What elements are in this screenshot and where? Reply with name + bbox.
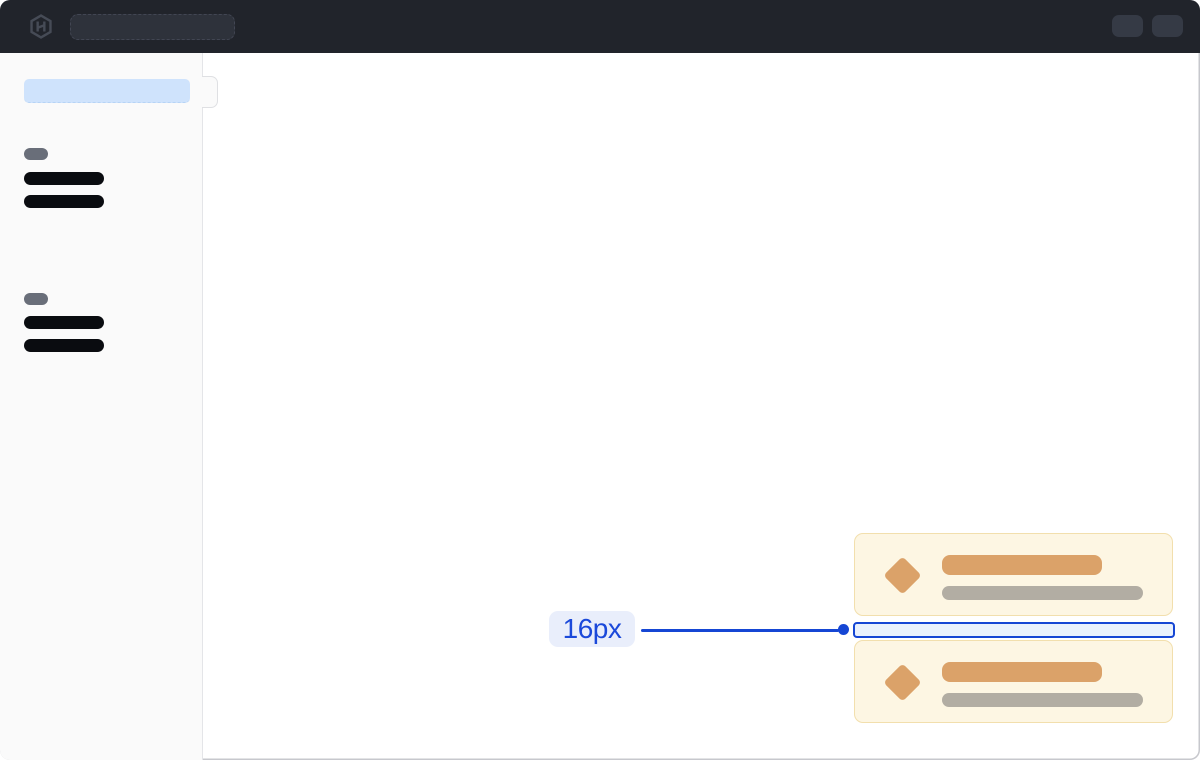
- spacing-annotation-label: 16px: [549, 611, 635, 647]
- diamond-icon: [883, 556, 922, 595]
- navbar-action-skeleton-1[interactable]: [1112, 15, 1143, 37]
- sidebar: [0, 53, 203, 760]
- sidebar-item-skeleton[interactable]: [24, 316, 104, 329]
- card-subtitle-skeleton: [942, 693, 1143, 707]
- sidebar-item-skeleton[interactable]: [24, 172, 104, 185]
- top-navbar: [0, 0, 1200, 53]
- spacing-gap-highlight: [853, 622, 1175, 638]
- sidebar-item-skeleton[interactable]: [24, 339, 104, 352]
- card-title-skeleton: [942, 555, 1102, 575]
- sidebar-item-selected-skeleton[interactable]: [24, 79, 190, 103]
- diamond-icon: [883, 663, 922, 702]
- hashicorp-logo-icon[interactable]: [28, 13, 54, 40]
- navbar-search-skeleton[interactable]: [70, 14, 235, 40]
- card-title-skeleton: [942, 662, 1102, 682]
- navbar-action-skeleton-2[interactable]: [1152, 15, 1183, 37]
- sidebar-section-label-skeleton: [24, 293, 48, 305]
- card-subtitle-skeleton: [942, 586, 1143, 600]
- sidebar-section-label-skeleton: [24, 148, 48, 160]
- list-card[interactable]: [854, 640, 1173, 723]
- sidebar-item-skeleton[interactable]: [24, 195, 104, 208]
- list-card[interactable]: [854, 533, 1173, 616]
- sidebar-collapse-tab[interactable]: [202, 76, 218, 108]
- annotation-leader-line: [641, 629, 839, 632]
- annotation-leader-dot: [838, 624, 849, 635]
